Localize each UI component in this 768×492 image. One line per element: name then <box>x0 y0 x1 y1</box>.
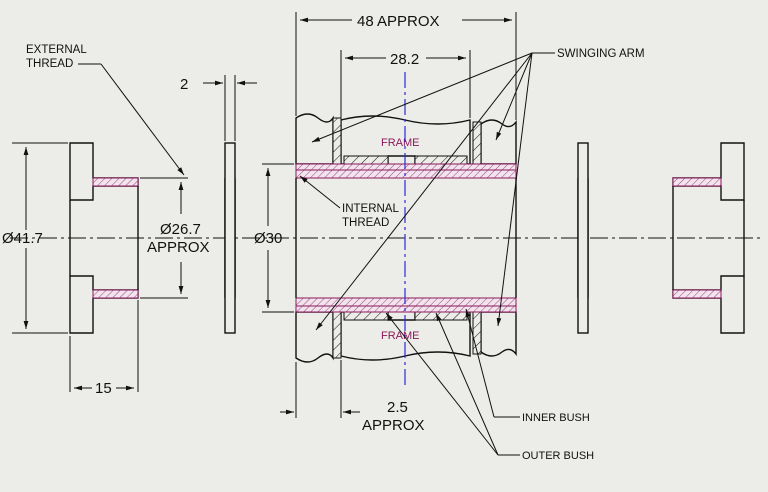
flange-length-dimension: 15 <box>69 300 139 397</box>
frame-width-value: 28.2 <box>390 51 419 68</box>
inner-bush-label: INNER BUSH <box>522 412 590 424</box>
internal-thread-label-line2: THREAD <box>342 217 389 229</box>
external-thread-label-line2: THREAD <box>26 58 73 70</box>
right-spacer-washer <box>577 142 589 334</box>
bush-offset-note: APPROX <box>362 417 425 434</box>
thread-diameter-dimension: Ø26.7 APPROX <box>140 177 210 299</box>
thread-diameter-value: Ø26.7 <box>160 221 201 238</box>
spacer-thickness-value: 2 <box>180 76 188 93</box>
internal-thread-label-line1: INTERNAL <box>342 203 399 215</box>
right-flanged-bush <box>672 142 745 334</box>
left-spacer-washer <box>224 142 236 334</box>
overall-width-value: 48 APPROX <box>357 13 440 30</box>
outer-bush-callout: OUTER BUSH <box>385 312 594 462</box>
bush-offset-dimension: 2.5 APPROX <box>280 360 425 434</box>
frame-width-dimension: 28.2 <box>340 50 471 118</box>
frame-label-top: FRAME <box>381 137 420 149</box>
swinging-arm-label: SWINGING ARM <box>557 48 645 60</box>
bush-diameter-dimension: Ø30 <box>254 163 294 313</box>
flange-diameter-dimension: Ø41.7 <box>2 142 68 334</box>
inner-bush-callout: INNER BUSH <box>465 308 590 424</box>
left-flanged-bush <box>69 142 139 334</box>
outer-bush-label: OUTER BUSH <box>522 450 594 462</box>
frame-label-bottom: FRAME <box>381 330 420 342</box>
bush-diameter-value: Ø30 <box>254 230 282 247</box>
flange-diameter-value: Ø41.7 <box>2 230 43 247</box>
flange-length-value: 15 <box>95 380 112 397</box>
spacer-thickness-dimension: 2 <box>180 75 257 141</box>
bush-offset-value: 2.5 <box>387 399 408 416</box>
swinging-arm-callout: SWINGING ARM <box>311 48 645 331</box>
thread-diameter-note: APPROX <box>147 239 210 256</box>
external-thread-label-line1: EXTERNAL <box>26 44 87 56</box>
external-thread-callout: EXTERNAL THREAD <box>26 44 185 176</box>
overall-width-dimension: 48 APPROX <box>295 12 517 120</box>
internal-thread-callout: INTERNAL THREAD <box>299 175 399 229</box>
